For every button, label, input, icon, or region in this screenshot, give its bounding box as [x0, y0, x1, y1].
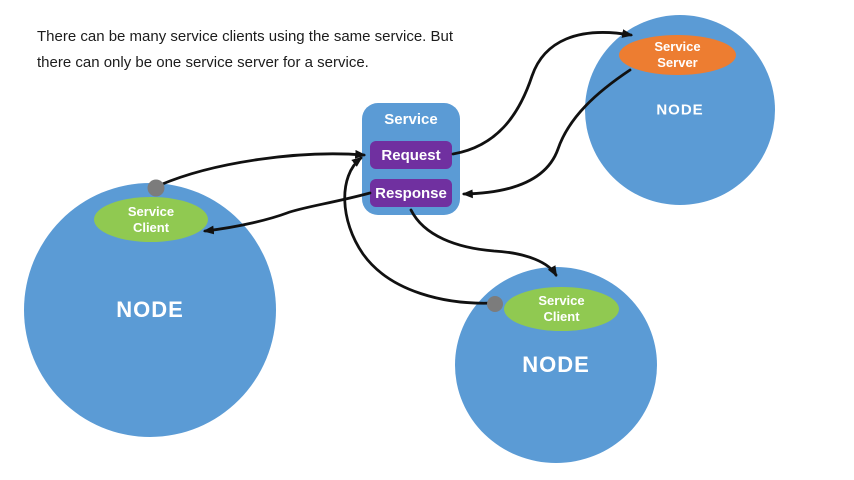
caption-line-1: There can be many service clients using … — [37, 28, 454, 45]
response-arrow-to-bottom-client — [409, 208, 558, 277]
service-client-ellipse-bottom: Service Client — [504, 287, 619, 331]
node-label-bottom: NODE — [522, 352, 590, 377]
request-box: Request — [370, 141, 452, 169]
caption-line-2: there can only be one service server for… — [37, 54, 369, 71]
node-label-left: NODE — [116, 297, 184, 322]
service-client-ellipse-left: Service Client — [94, 197, 208, 242]
service-client-left-label-line2: Client — [132, 219, 170, 235]
request-arrow-from-left-client — [158, 149, 367, 187]
service-client-bottom-label-line1: Service — [538, 293, 585, 308]
service-server-label-line1: Service — [654, 39, 701, 54]
response-box: Response — [370, 179, 452, 207]
service-server-label-line2: Server — [657, 55, 698, 70]
caption: There can be many service clients using … — [37, 24, 477, 76]
service-server-ellipse: Service Server — [619, 35, 736, 75]
service-client-bottom-label-line2: Client — [543, 309, 580, 324]
service-client-left-label-line1: Service — [127, 203, 175, 219]
service-box: Service Request Response — [362, 103, 460, 215]
node-label-right: NODE — [656, 101, 704, 119]
service-box-title: Service — [384, 111, 438, 128]
